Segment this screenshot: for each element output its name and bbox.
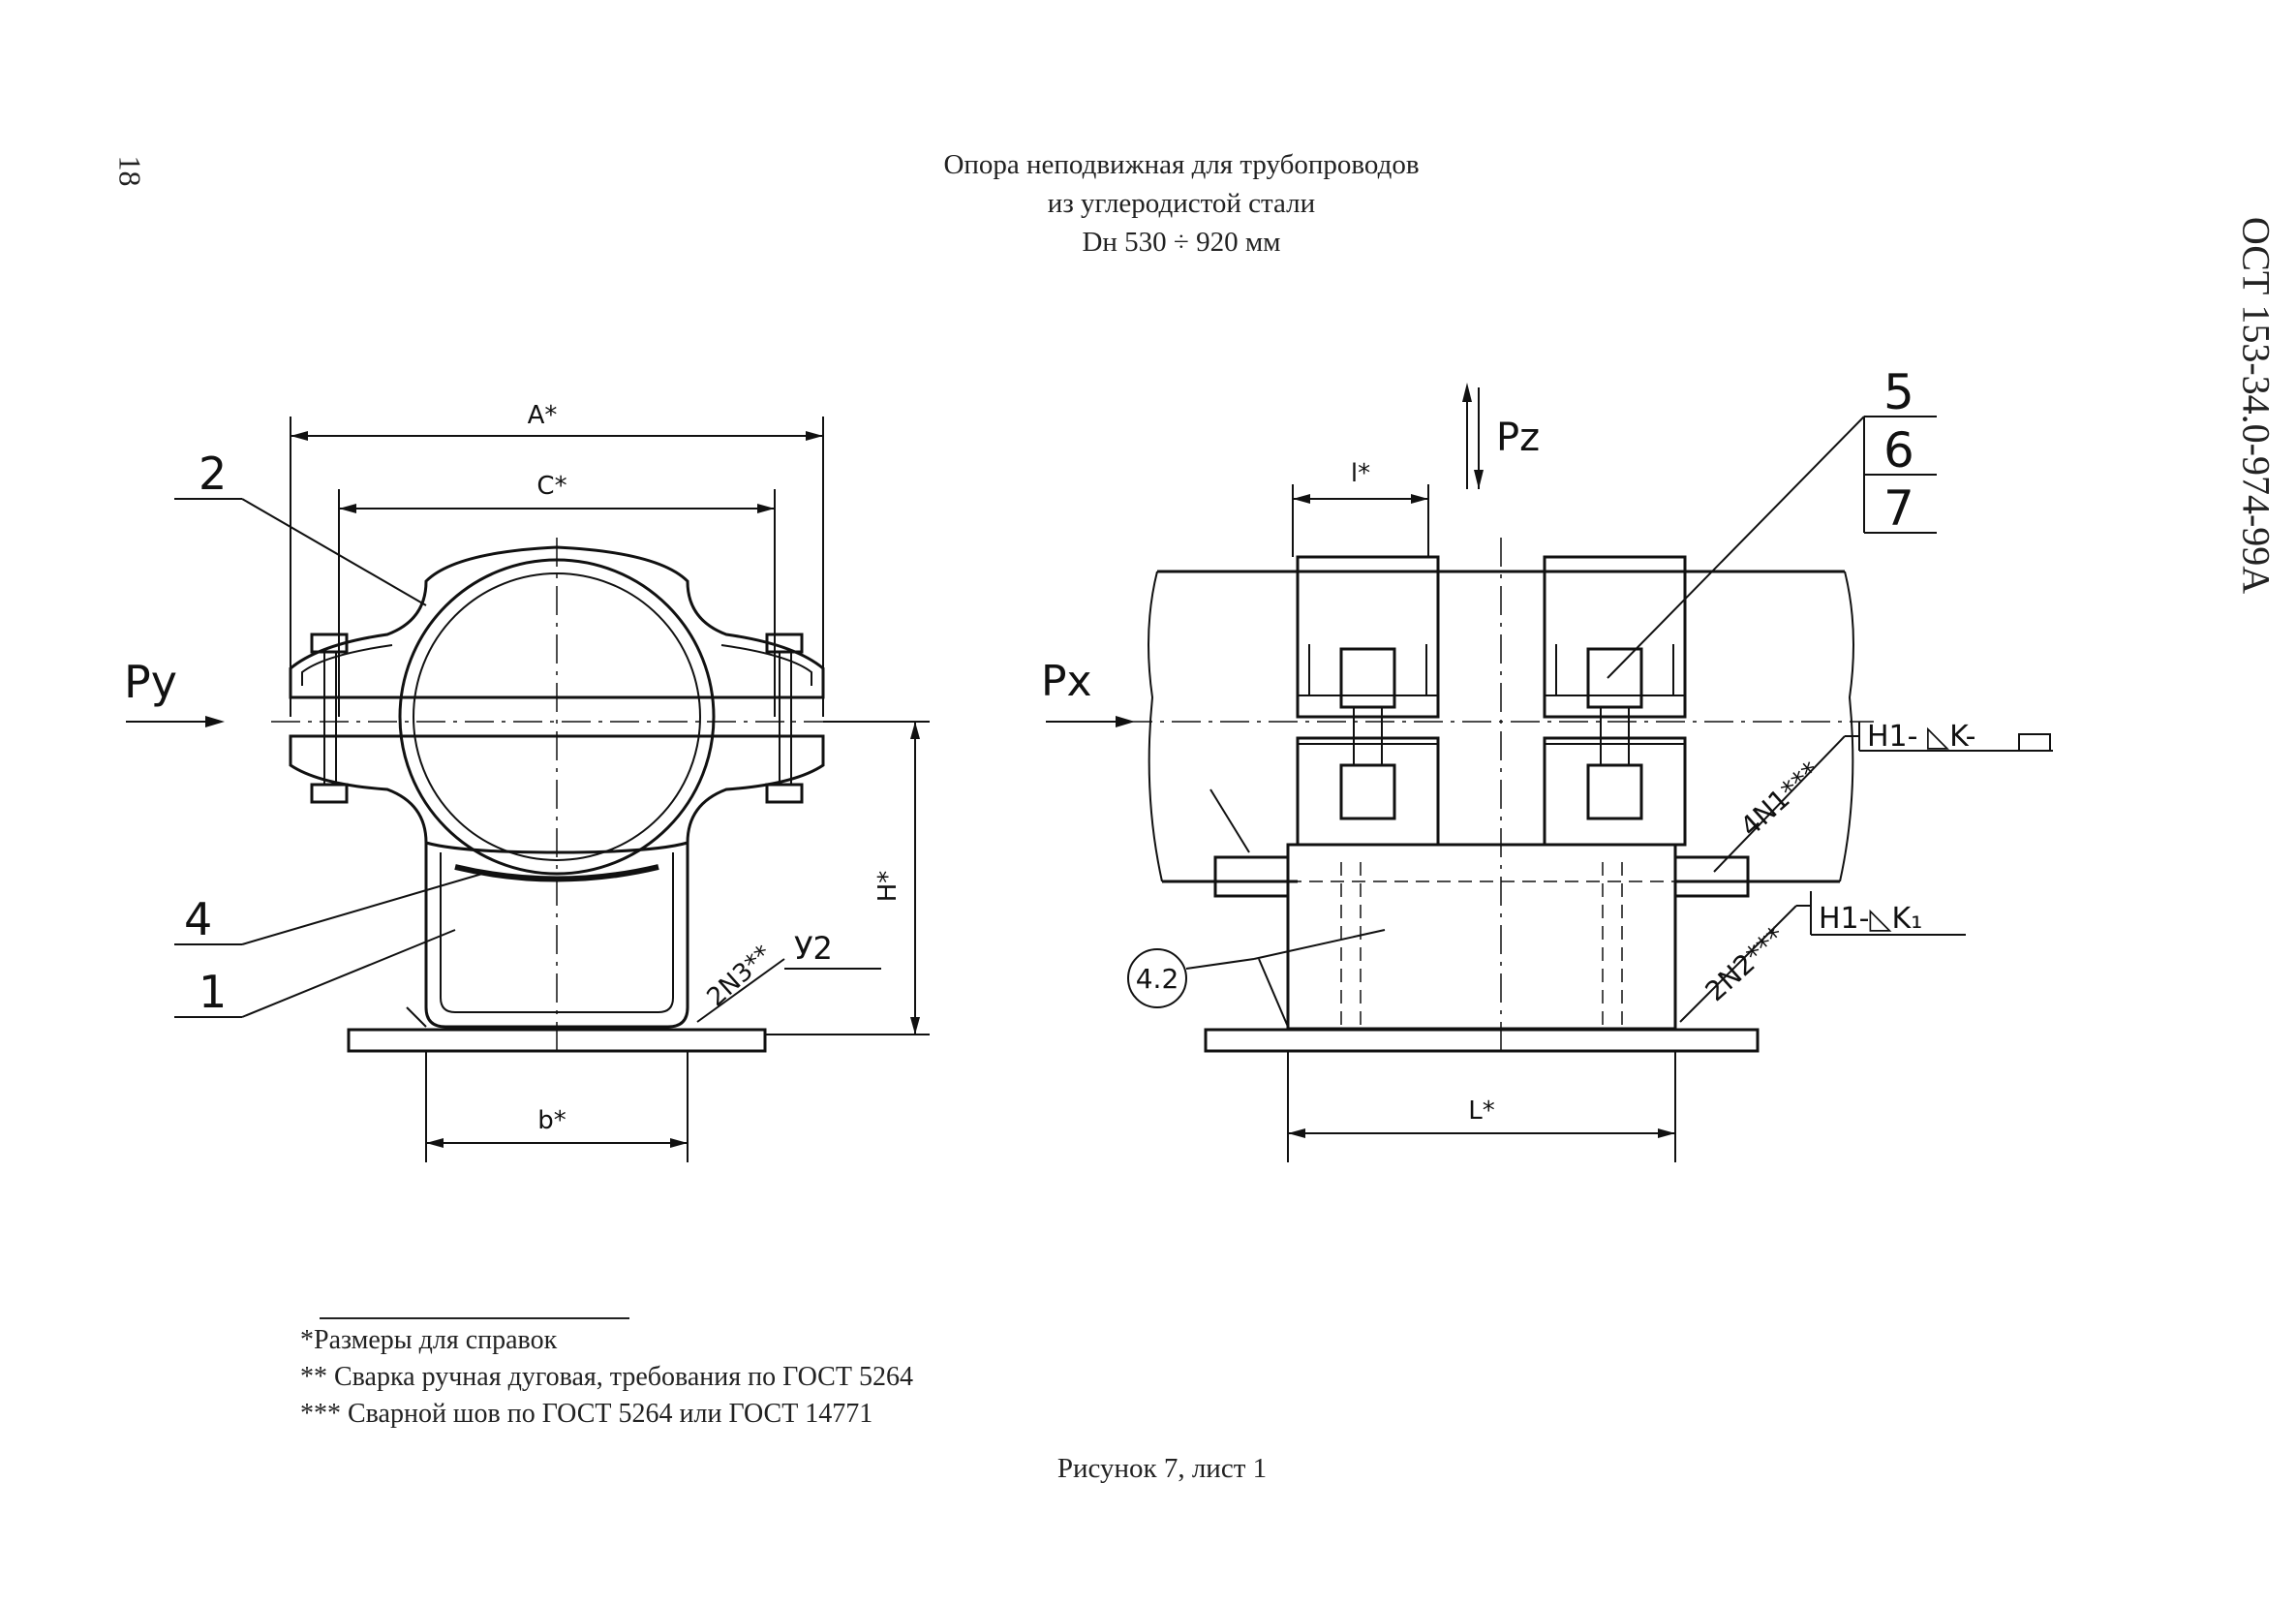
clamp-side-left — [1296, 555, 1440, 847]
force-px-label: Px — [1041, 657, 1092, 706]
part-4-label: 4 — [184, 893, 212, 945]
dim-c-label: C* — [536, 472, 566, 501]
leader-part-1: 1 — [174, 929, 456, 1018]
dim-a-label: A* — [528, 401, 558, 430]
part-4-2-label: 4.2 — [1136, 963, 1179, 995]
front-view: A* C* — [124, 401, 930, 1162]
footnote-3: *** Сварной шов по ГОСТ 5264 или ГОСТ 14… — [300, 1399, 873, 1429]
figure-caption: Рисунок 7, лист 1 — [1056, 1453, 1268, 1484]
title-line-2: из углеродистой стали — [1047, 188, 1316, 219]
bolt-left — [310, 633, 349, 804]
weld-h1-k-label: H1- ◺K- — [1867, 720, 1975, 754]
side-view: l* L* Px Pz — [1041, 364, 2053, 1162]
nut-part-5-right — [1586, 647, 1643, 709]
dimension-h: H* — [765, 721, 930, 1035]
dimension-b: b* — [425, 1051, 689, 1162]
clamp-side-right — [1543, 555, 1687, 847]
leader-part-2: 2 — [174, 448, 427, 606]
force-py-label: Py — [124, 656, 177, 708]
nut-part-5-left — [1339, 647, 1396, 709]
dim-b-label: b* — [537, 1106, 566, 1135]
weld-symbol-4n1: 4N1*** H1- ◺K- — [1713, 720, 2053, 873]
title-line-3: Dн 530 ÷ 920 мм — [1082, 227, 1281, 258]
pipe-break-right — [1839, 571, 1854, 882]
weld-4n1-label: 4N1*** — [1734, 756, 1826, 843]
weld-y2-label: У2 — [794, 930, 833, 967]
footnote-1: *Размеры для справок — [300, 1325, 558, 1355]
support-block-side — [1286, 843, 1677, 1031]
force-pz-label: Pz — [1496, 416, 1540, 460]
force-px-arrow: Px — [1041, 657, 1135, 727]
title-line-1: Опора неподвижная для трубопроводов — [943, 149, 1420, 180]
part-1-label: 1 — [199, 966, 227, 1018]
support-channel — [424, 843, 689, 1029]
part-5-label: 5 — [1883, 364, 1914, 420]
force-py-arrow: Py — [124, 656, 225, 727]
dimension-l: l* — [1292, 459, 1429, 557]
leader-part-4: 4 — [174, 871, 490, 945]
pipe-break-left — [1148, 571, 1163, 882]
callout-part-4-2: 4.2 — [1127, 929, 1386, 1028]
stop-left — [1213, 855, 1290, 898]
part-2-label: 2 — [199, 448, 227, 500]
dim-h-label: H* — [873, 871, 903, 903]
dimension-c: C* — [338, 472, 776, 717]
drawing-title: Опора неподвижная для трубопроводов из у… — [794, 145, 1569, 262]
weld-symbol-2n2: 2N2*** H1-◺K₁ — [1679, 891, 1966, 1023]
saddle-plate — [454, 864, 659, 882]
base-plate-front — [347, 1028, 767, 1053]
footnote-2: ** Сварка ручная дуговая, требования по … — [300, 1362, 913, 1392]
footnotes: *Размеры для справок ** Сварка ручная ду… — [300, 1322, 913, 1433]
notes-divider — [320, 1317, 629, 1319]
dimension-big-l: L* — [1287, 1051, 1676, 1162]
part-7-label: 7 — [1883, 480, 1914, 537]
base-plate-side — [1204, 1028, 1760, 1053]
force-pz-arrow: Pz — [1462, 383, 1540, 489]
stop-right — [1673, 855, 1750, 898]
part-6-label: 6 — [1883, 422, 1914, 479]
dim-l-label: l* — [1351, 459, 1370, 488]
dim-big-l-label: L* — [1468, 1096, 1495, 1126]
weld-h1-k1-label: H1-◺K₁ — [1819, 902, 1922, 936]
weld-2n2-label: 2N2*** — [1699, 920, 1791, 1007]
callout-parts-5-6-7: 5 6 7 — [1607, 364, 1937, 679]
weld-2n3-label: 2N3** — [702, 940, 778, 1012]
bolt-right — [765, 633, 804, 804]
pipe-inner — [413, 572, 701, 861]
